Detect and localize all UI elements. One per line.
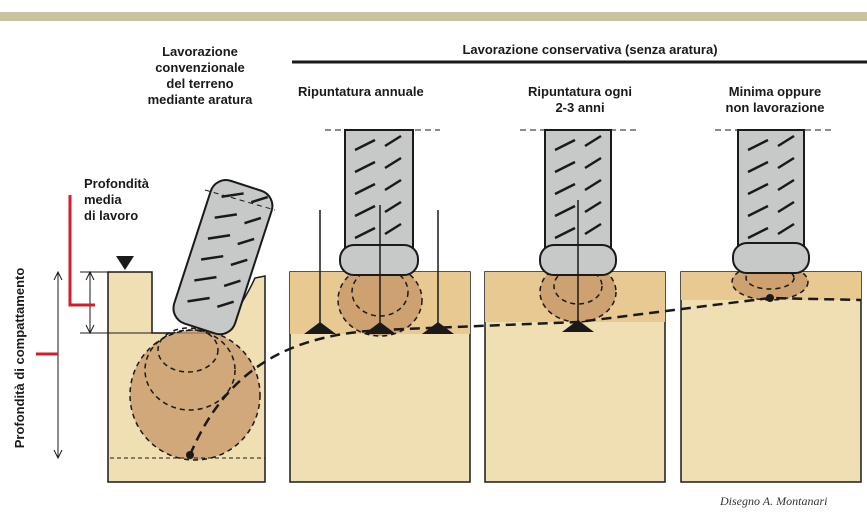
panel-every-2-3 (485, 130, 665, 482)
label-conventional: Lavorazione convenzionale del terreno me… (135, 44, 265, 108)
label-compaction-depth: Profondità di compattamento (12, 238, 28, 478)
tire-minimum (733, 130, 809, 273)
label-every-2-3: Ripuntatura ogni 2-3 anni (500, 84, 660, 116)
drawing-credit: Disegno A. Montanari (720, 494, 827, 509)
top-band (0, 12, 867, 21)
tire-annual (340, 130, 418, 275)
surface-marker-icon (116, 256, 134, 270)
panel-minimum (681, 130, 861, 482)
soil-block-minimum (681, 272, 861, 482)
label-annual: Ripuntatura annuale (298, 84, 478, 100)
label-working-depth: Profondità media di lavoro (84, 176, 174, 224)
label-minimum: Minima oppure non lavorazione (700, 84, 850, 116)
panel-annual (290, 130, 470, 482)
label-conservative-header: Lavorazione conservativa (senza aratura) (400, 42, 780, 58)
